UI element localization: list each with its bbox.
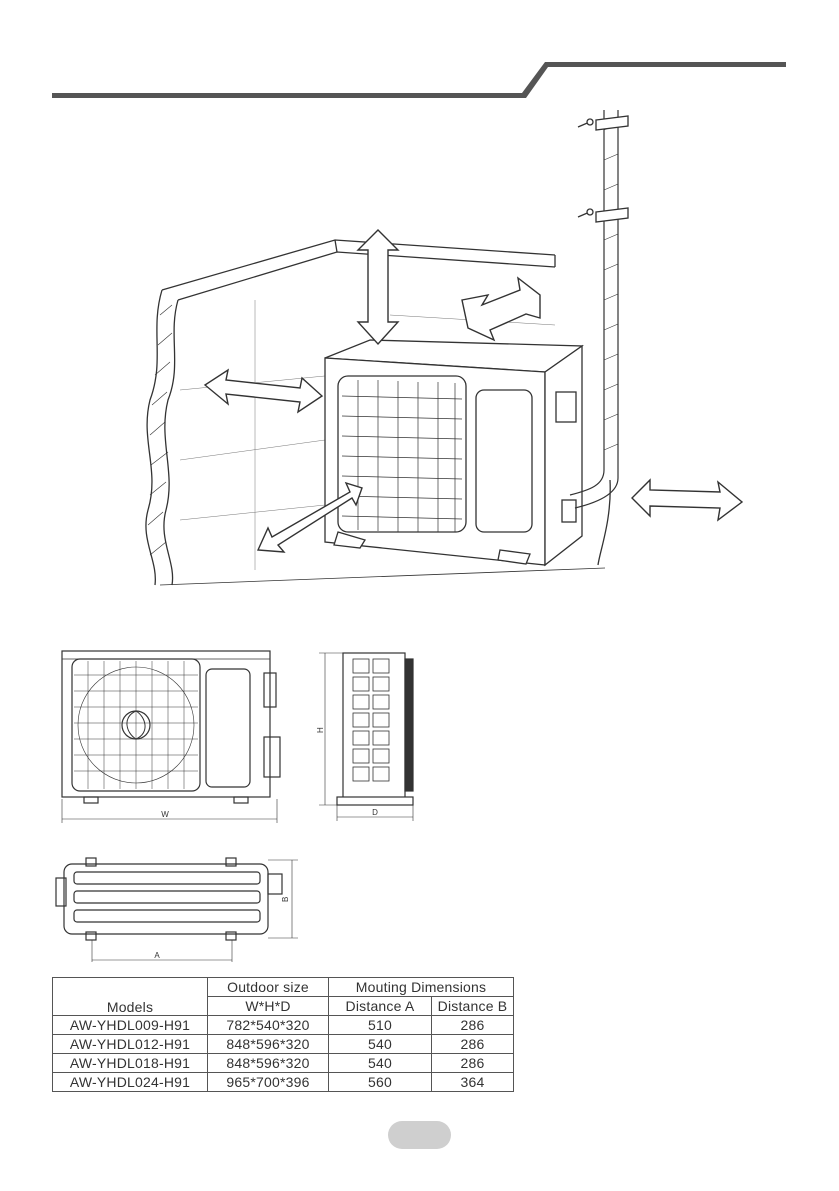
table-row: AW-YHDL018-H91 848*596*320 540 286 [53,1054,514,1073]
dimension-table: Models Outdoor size Mouting Dimensions W… [52,977,514,1092]
model-cell: AW-YHDL009-H91 [53,1016,208,1035]
size-cell: 848*596*320 [208,1054,329,1073]
table-row: AW-YHDL012-H91 848*596*320 540 286 [53,1035,514,1054]
size-cell: 848*596*320 [208,1035,329,1054]
outdoor-size-header: Outdoor size [208,978,329,997]
installation-illustration [0,100,839,600]
size-cell: 965*700*396 [208,1073,329,1092]
distance-b-cell: 364 [432,1073,514,1092]
side-view-drawing: H D [315,645,425,830]
header-rule [0,0,839,100]
distance-a-cell: 540 [329,1054,432,1073]
distance-b-cell: 286 [432,1035,514,1054]
front-view-drawing: W [52,645,292,830]
b-dimension-label: B [281,897,290,902]
models-header: Models [53,978,208,1016]
width-dimension-label: W [161,810,169,819]
top-view-drawing: A B [52,852,302,967]
model-cell: AW-YHDL024-H91 [53,1073,208,1092]
size-cell: 782*540*320 [208,1016,329,1035]
model-cell: AW-YHDL018-H91 [53,1054,208,1073]
table-row: AW-YHDL009-H91 782*540*320 510 286 [53,1016,514,1035]
distance-b-header: Distance B [432,997,514,1016]
height-dimension-label: H [316,727,325,733]
distance-a-cell: 540 [329,1035,432,1054]
distance-a-cell: 510 [329,1016,432,1035]
page-number-pill [388,1121,451,1149]
distance-b-cell: 286 [432,1016,514,1035]
mounting-dimensions-header: Mouting Dimensions [329,978,514,997]
model-cell: AW-YHDL012-H91 [53,1035,208,1054]
distance-b-cell: 286 [432,1054,514,1073]
distance-a-cell: 560 [329,1073,432,1092]
table-row: AW-YHDL024-H91 965*700*396 560 364 [53,1073,514,1092]
depth-dimension-label: D [372,808,378,817]
table-header-row: Models Outdoor size Mouting Dimensions [53,978,514,997]
distance-a-header: Distance A [329,997,432,1016]
whd-header: W*H*D [208,997,329,1016]
a-dimension-label: A [154,951,160,960]
